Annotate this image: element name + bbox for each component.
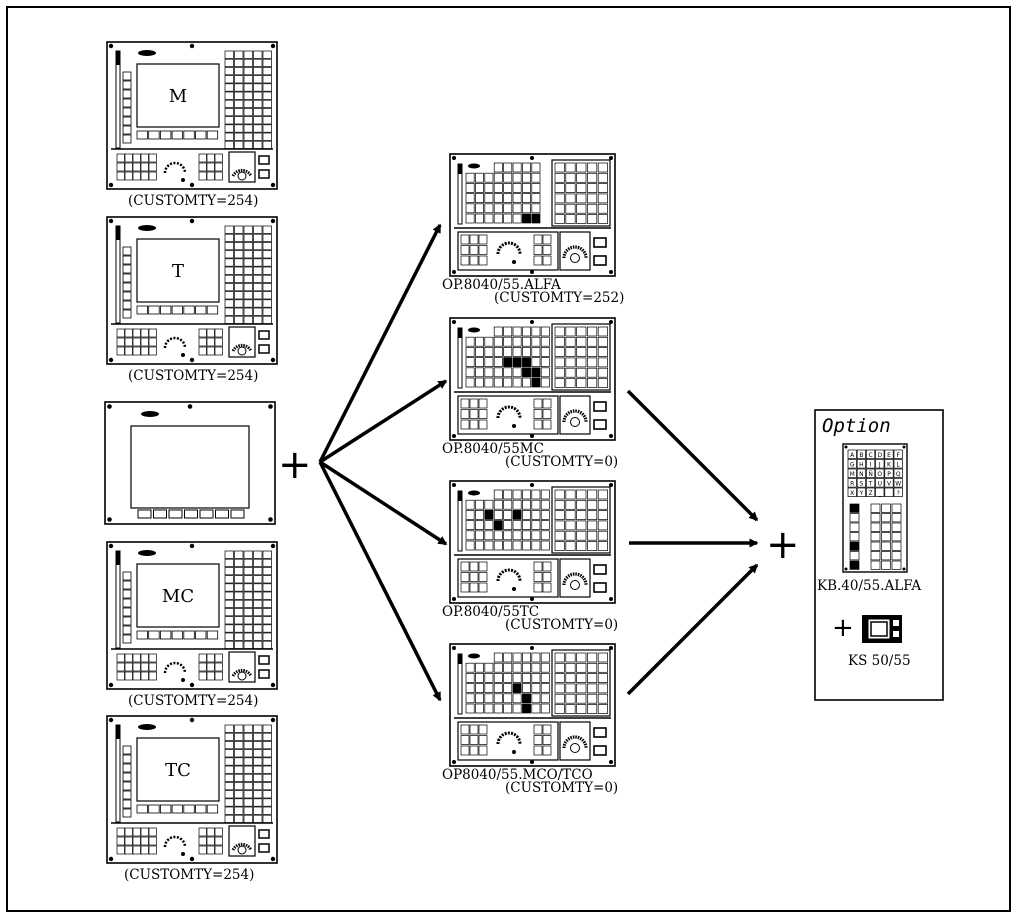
keyboard-key-label: R [850, 480, 854, 487]
unit-caption: (CUSTOMTY=254) [128, 693, 258, 709]
unit-caption: (CUSTOMTY=254) [124, 867, 254, 883]
keyboard-key-label: D [877, 452, 882, 459]
cnc-unit: TC (CUSTOMTY=254) [107, 716, 277, 883]
cnc-unit: T (CUSTOMTY=254) [107, 217, 277, 384]
panel-caption: (CUSTOMTY=0) [505, 617, 618, 633]
keyboard-key-label: Z [869, 490, 873, 497]
unit-caption: (CUSTOMTY=254) [128, 368, 258, 384]
keyboard-key-label: T [868, 480, 873, 487]
key-switch-unit [862, 615, 902, 643]
operator-panel: OP.8040/55MC(CUSTOMTY=0) [442, 318, 618, 470]
key-switch-name: KS 50/55 [848, 653, 911, 669]
keyboard-key-label: E [887, 452, 891, 459]
unit-letter: TC [165, 760, 191, 781]
converge-arrows [628, 391, 757, 694]
plus-sign-right: + [766, 522, 800, 568]
plus-sign: + [278, 442, 312, 488]
panel-caption: (CUSTOMTY=0) [505, 454, 618, 470]
keyboard-key-label: G [850, 461, 855, 468]
operator-panel: OP.8040/55.ALFA(CUSTOMTY=252) [442, 154, 624, 306]
keyboard-key-label: F [896, 452, 900, 459]
unit-caption: (CUSTOMTY=254) [128, 193, 258, 209]
keyboard-key-label: C [868, 452, 872, 459]
operator-panel: OP.8040/55TC(CUSTOMTY=0) [442, 481, 618, 633]
unit-letter: T [172, 261, 184, 282]
keyboard-key-label: Y [859, 490, 864, 497]
keyboard-key-label: N [859, 471, 864, 478]
keyboard-key [885, 488, 893, 497]
keyboard-key-label: S [859, 480, 863, 487]
operator-panels-column: OP.8040/55.ALFA(CUSTOMTY=252)OP.8040/55M… [442, 154, 624, 796]
keyboard-name: KB.40/55.ALFA [817, 578, 921, 594]
keyboard-key-label: U [878, 480, 882, 487]
keyboard-key-label: H [859, 461, 864, 468]
keyboard-key-label: M [850, 471, 855, 478]
cnc-unit: M (CUSTOMTY=254) [107, 42, 277, 209]
keyboard-key-label: J [878, 461, 881, 468]
fan-out-arrows [320, 225, 446, 700]
keyboard-key-label: W [895, 480, 901, 487]
keyboard-key-label: X [850, 490, 854, 497]
keyboard-key-label: O [877, 471, 882, 478]
unit-letter: M [169, 86, 187, 107]
monitor-unit [105, 402, 275, 524]
panel-caption: (CUSTOMTY=252) [494, 290, 624, 306]
option-title: Option [822, 415, 891, 437]
unit-letter: MC [162, 586, 194, 607]
cnc-unit: MC (CUSTOMTY=254) [107, 542, 277, 709]
keyboard-key-label: ? [897, 490, 900, 497]
keyboard-key-label: I [870, 461, 872, 468]
keyboard-key-label: Ñ [868, 471, 873, 478]
keyboard-key-label: P [887, 471, 891, 478]
operator-panel: OP8040/55.MCO/TCO(CUSTOMTY=0) [442, 644, 618, 796]
keyboard-key-label: Q [896, 471, 901, 478]
plus-sign-small: + [832, 613, 854, 643]
keyboard-key-label: B [859, 452, 863, 459]
panel-caption: (CUSTOMTY=0) [505, 780, 618, 796]
